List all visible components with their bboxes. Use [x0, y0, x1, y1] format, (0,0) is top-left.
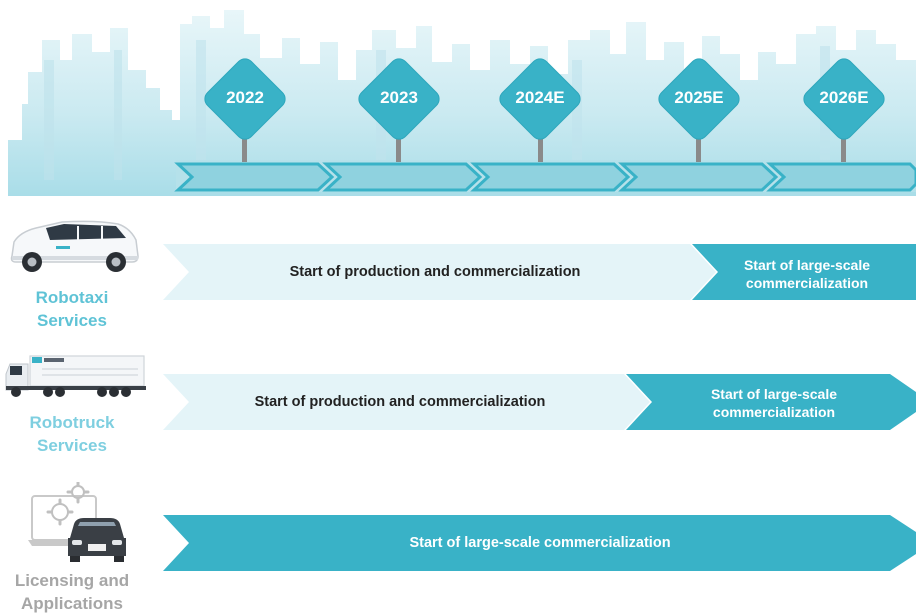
timeline-chevron-1 — [174, 162, 335, 192]
year-sign-2025e — [658, 58, 740, 140]
year-signs — [204, 58, 885, 140]
licensing-phase1-text: Start of large-scale commercialization — [409, 535, 671, 551]
year-sign-2022 — [204, 58, 286, 140]
robotruck-services-title: Robotruck Services — [29, 413, 115, 455]
robotaxi-van-icon — [10, 220, 139, 272]
year-sign-2023 — [358, 58, 440, 140]
timeline-chevron-4 — [618, 162, 779, 192]
licensing-car-gear-icon — [28, 482, 126, 562]
licensing-phase1-band — [163, 515, 916, 571]
year-sign-2024e — [499, 58, 581, 140]
robotruck-phase2-text: Start of large-scale commercialization — [710, 386, 838, 420]
robotaxi-phase2-band — [692, 244, 916, 300]
year-label-2025e: 2025E — [674, 88, 724, 107]
year-label-2024e: 2024E — [515, 88, 565, 107]
city-skyline — [8, 10, 916, 196]
robotruck-icon — [5, 355, 146, 397]
year-label-2023: 2023 — [380, 88, 418, 107]
robotruck-phase1-band — [163, 374, 650, 430]
timeline-chevrons — [174, 162, 916, 192]
timeline-chevron-5 — [766, 162, 916, 192]
timeline-chevron-3 — [470, 162, 631, 192]
robotaxi-phase1-text: Start of production and commercializatio… — [289, 264, 581, 280]
robotruck-phase1-text: Start of production and commercializatio… — [254, 394, 546, 410]
robotaxi-phase2-text: Start of large-scale commercialization — [743, 257, 871, 291]
timeline-chevron-2 — [322, 162, 483, 192]
licensing-applications-title: Licensing and Applications — [14, 571, 130, 613]
sign-posts — [242, 134, 846, 162]
robotaxi-services-title: Robotaxi Services — [35, 288, 109, 330]
robotaxi-phase1-band — [163, 244, 716, 300]
year-label-2022: 2022 — [226, 88, 264, 107]
timeline-header — [8, 10, 916, 196]
robotruck-phase2-band — [626, 374, 916, 430]
year-sign-2026e — [803, 58, 885, 140]
year-label-2026e: 2026E — [819, 88, 869, 107]
